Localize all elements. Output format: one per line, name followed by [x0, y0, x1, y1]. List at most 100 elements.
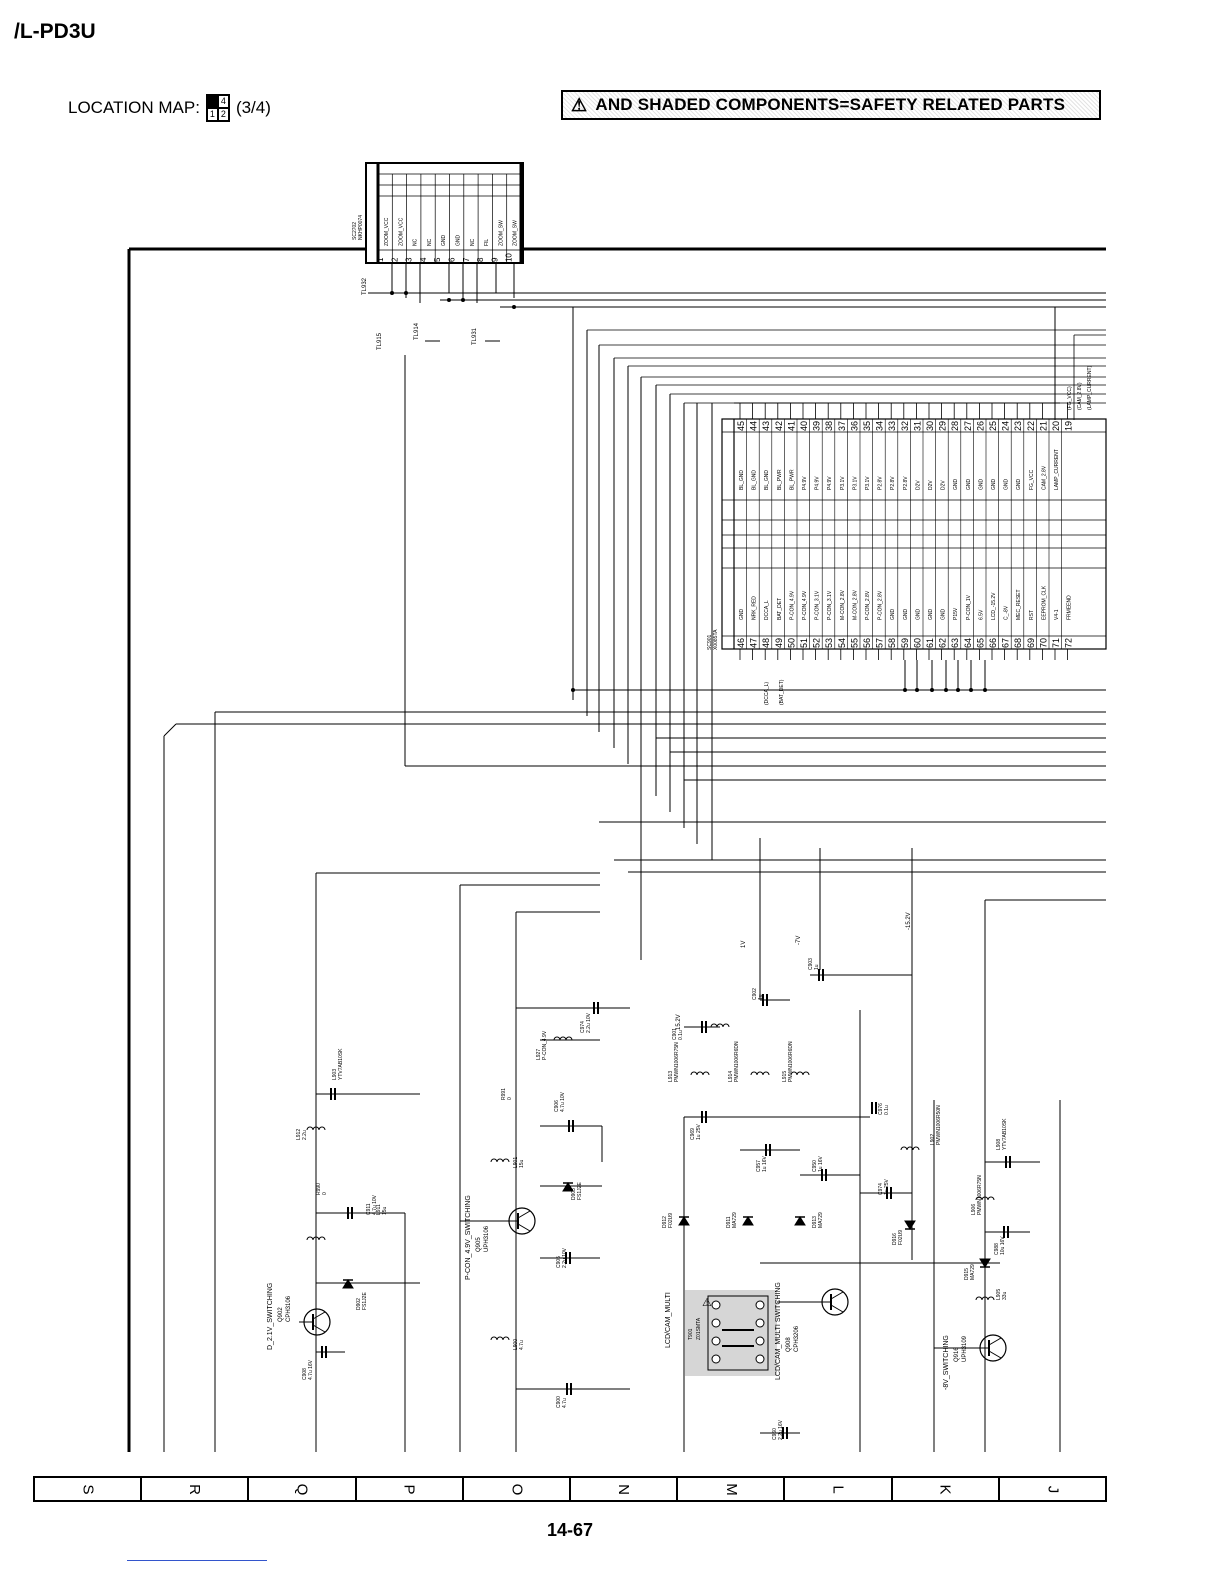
inductor-value: YTV7AB10SK	[338, 1048, 344, 1080]
inductor-value: PMWN1006R6DN	[734, 1041, 740, 1082]
inductor-ref: L903	[332, 1069, 338, 1080]
inductor-ref: L912	[296, 1129, 302, 1140]
transformer-ref: T901	[688, 1328, 694, 1340]
capacitor-ref: C901	[672, 1028, 678, 1040]
junction-dot	[571, 688, 575, 692]
inductor-symbol	[306, 1126, 326, 1131]
pin-signal-53: P-CON_3.1V	[827, 590, 833, 620]
diode-symbol	[794, 1216, 806, 1226]
location-cell-active	[206, 95, 218, 108]
side-label: (FG_VCC)	[1067, 386, 1073, 410]
inductor-ref: L927	[536, 1049, 542, 1060]
voltage-label: 15.2V	[676, 1014, 682, 1030]
transistor-part: CPH3106	[286, 1295, 292, 1322]
inductor-ref: L908	[996, 1139, 1002, 1150]
pin-number-43: 43	[761, 421, 771, 431]
inductor-symbol	[306, 1236, 326, 1241]
location-cell-4: 4	[217, 95, 229, 108]
grid-letter: S	[79, 1483, 97, 1495]
transformer-part: Z01SMTA	[696, 1317, 702, 1340]
capacitor-ref: C905	[556, 1256, 562, 1268]
pin-number-59: 59	[900, 638, 910, 648]
inductor-value: 15u	[519, 1159, 525, 1168]
connector-sc2702	[365, 162, 524, 264]
grid-cell-j: J	[1000, 1478, 1105, 1500]
pin-signal-30: D2V	[928, 480, 934, 490]
pin-signal-35: P3.1V	[865, 476, 871, 490]
grid-cell-p: P	[357, 1478, 464, 1500]
capacitor-value: 1u	[758, 994, 764, 1000]
pin-signal-21: CAM_2.8V	[1041, 465, 1047, 490]
inductor-value: PMWN1006R6DN	[788, 1041, 794, 1082]
pin-number-5: 5	[433, 257, 442, 262]
transformer-pin	[755, 1300, 765, 1310]
inductor-symbol	[490, 1336, 510, 1341]
pin-signal-45: BL_GND	[739, 470, 745, 490]
pin-number-37: 37	[837, 421, 847, 431]
grid-cell-s: S	[35, 1478, 143, 1500]
diode-symbol	[904, 1220, 916, 1230]
grid-cell-l: L	[785, 1478, 893, 1500]
pin-number-27: 27	[963, 421, 973, 431]
pin-signal-58: GND	[890, 609, 896, 621]
pin-number-50: 50	[786, 638, 796, 648]
pin-signal-52: P-CON_3.1V	[815, 590, 821, 620]
pin-signal-38: P4.9V	[827, 476, 833, 490]
pin-signal-36: P3.1V	[852, 476, 858, 490]
inductor-ref: L914	[728, 1071, 734, 1082]
warning-triangle-icon: ⚠	[571, 94, 588, 115]
transformer-pin	[711, 1336, 721, 1346]
pin-number-24: 24	[1001, 421, 1011, 431]
pin-number-6: 6	[448, 257, 457, 262]
pin-number-22: 22	[1026, 421, 1036, 431]
inductor-symbol	[975, 1196, 995, 1201]
capacitor-value: 4.7u 10V	[560, 1091, 566, 1112]
location-cell-1: 1	[206, 108, 218, 121]
pin-number-71: 71	[1051, 638, 1061, 648]
capacitor-value: 2.2u 10V	[586, 1012, 592, 1033]
pin-signal-61: GND	[928, 609, 934, 621]
transistor-label: D_2.1V_SWITCHING	[267, 1283, 274, 1350]
pin-signal-39: P4.9V	[815, 476, 821, 490]
grid-letter: R	[186, 1483, 204, 1495]
pin-number-4: 4	[419, 257, 428, 262]
pin-number-49: 49	[774, 638, 784, 648]
pin-number-26: 26	[975, 421, 985, 431]
pin-number-61: 61	[925, 638, 935, 648]
pin-signal-70: EEPROM_CLK	[1041, 585, 1047, 620]
diode-symbol	[742, 1216, 754, 1226]
connector-sc901	[721, 418, 1107, 650]
page-number: 14-67	[546, 1520, 594, 1540]
grid-letter: Q	[293, 1483, 311, 1495]
transistor-collector	[517, 1210, 531, 1219]
pin-signal-50: P-CON_4.9V	[789, 590, 795, 620]
pin-number-62: 62	[938, 638, 948, 648]
diode-ref: D902	[356, 1298, 362, 1310]
inductor-value: P-CON_4.9V	[542, 1030, 548, 1060]
pin-number-8: 8	[476, 257, 485, 262]
capacitor-value: 0.1u	[678, 1030, 684, 1040]
transformer-pin	[755, 1318, 765, 1328]
wire	[163, 723, 177, 737]
pin-number-10: 10	[505, 253, 514, 262]
capacitor-ref: C974	[580, 1021, 586, 1033]
capacitor-value: 4.7u 16V	[308, 1359, 314, 1380]
inductor-ref: L905	[996, 1289, 1002, 1300]
pin-signal-32: P2.8V	[903, 476, 909, 490]
capacitor-ref: C950	[812, 1160, 818, 1172]
grid-letter: J	[1043, 1485, 1061, 1493]
transistor-part: UPH3106	[484, 1225, 490, 1252]
pin-signal-4: NC	[427, 238, 433, 246]
side-label: (CAM_2.8V)	[1077, 382, 1083, 410]
pin-number-1: 1	[376, 257, 385, 262]
link-underline	[127, 1560, 267, 1561]
capacitor-value: 4.7u	[562, 1398, 568, 1408]
warning-triangle-icon: ⚠	[702, 1297, 712, 1309]
capacitor-ref: C957	[756, 1160, 762, 1172]
inductor-ref: L902	[930, 1134, 936, 1145]
grid-letter: N	[615, 1483, 633, 1495]
pin-signal-20: LAMP_CURRENT	[1054, 449, 1060, 490]
pin-number-60: 60	[912, 638, 922, 648]
pin-number-54: 54	[837, 638, 847, 648]
